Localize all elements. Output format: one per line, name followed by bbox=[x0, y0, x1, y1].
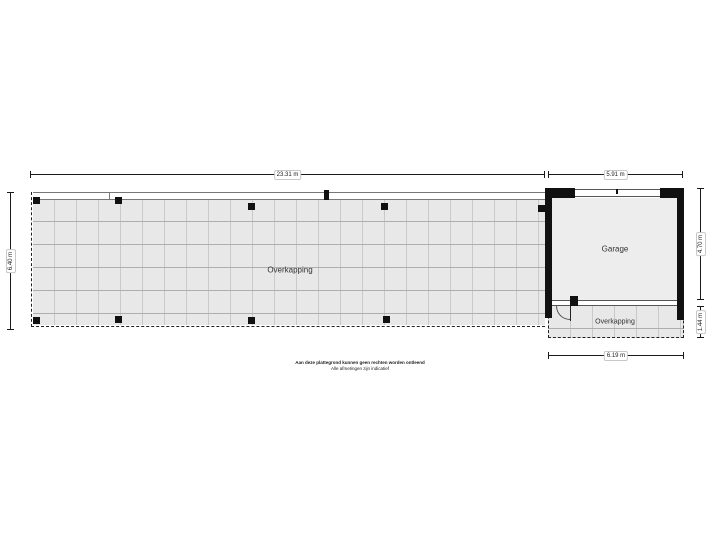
room-label-overkapping-main: Overkapping bbox=[267, 265, 313, 275]
room-overkapping-small bbox=[548, 306, 684, 338]
dimension-garage-depth: 4.70 m bbox=[695, 188, 706, 300]
dimension-label: 23.31 m bbox=[273, 169, 302, 180]
dimension-overkapping-width: 23.31 m bbox=[30, 169, 545, 180]
room-label-overkapping-small: Overkapping bbox=[595, 318, 635, 326]
dimension-label: 6.40 m bbox=[5, 248, 16, 274]
post bbox=[381, 203, 388, 210]
post bbox=[383, 316, 390, 323]
garage-wall-top-right bbox=[660, 188, 684, 198]
dimension-garage-total-width: 6.19 m bbox=[548, 350, 684, 361]
dimension-label: 4.70 m bbox=[695, 231, 706, 257]
garage-wall-top-left bbox=[545, 188, 575, 198]
room-garage bbox=[552, 198, 677, 300]
disclaimer: Aan deze plattegrond kunnen geen rechten… bbox=[260, 360, 460, 371]
door-leaf bbox=[570, 306, 571, 321]
post bbox=[33, 197, 40, 204]
room-label-garage: Garage bbox=[601, 244, 629, 254]
garage-bottom-beam bbox=[552, 300, 677, 306]
room-overkapping-main bbox=[31, 190, 545, 327]
disclaimer-line1: Aan deze plattegrond kunnen geen rechten… bbox=[295, 360, 425, 365]
post bbox=[115, 316, 122, 323]
dimension-garage-width: 5.91 m bbox=[548, 169, 683, 180]
post bbox=[248, 203, 255, 210]
post bbox=[115, 197, 122, 204]
post bbox=[33, 317, 40, 324]
post bbox=[248, 317, 255, 324]
door-post bbox=[570, 296, 578, 306]
dimension-overkapping-depth: 6.40 m bbox=[5, 192, 16, 330]
overkapping-top-beam bbox=[33, 192, 545, 200]
beam-post bbox=[324, 190, 329, 200]
dimension-label: 1.44 m bbox=[695, 309, 706, 335]
dimension-label: 6.19 m bbox=[603, 350, 629, 361]
garage-door-center-tick bbox=[616, 189, 618, 194]
dimension-overkapping-small-depth: 1.44 m bbox=[695, 306, 706, 338]
garage-wall-stub bbox=[538, 205, 546, 212]
garage-wall-left bbox=[545, 192, 552, 318]
beam-joint-tick bbox=[109, 192, 110, 200]
garage-wall-right bbox=[677, 188, 684, 320]
overkapping-floor-grid bbox=[33, 199, 545, 325]
disclaimer-line2: Alle afmetingen zijn indicatief bbox=[330, 365, 390, 371]
dimension-label: 5.91 m bbox=[603, 169, 628, 180]
